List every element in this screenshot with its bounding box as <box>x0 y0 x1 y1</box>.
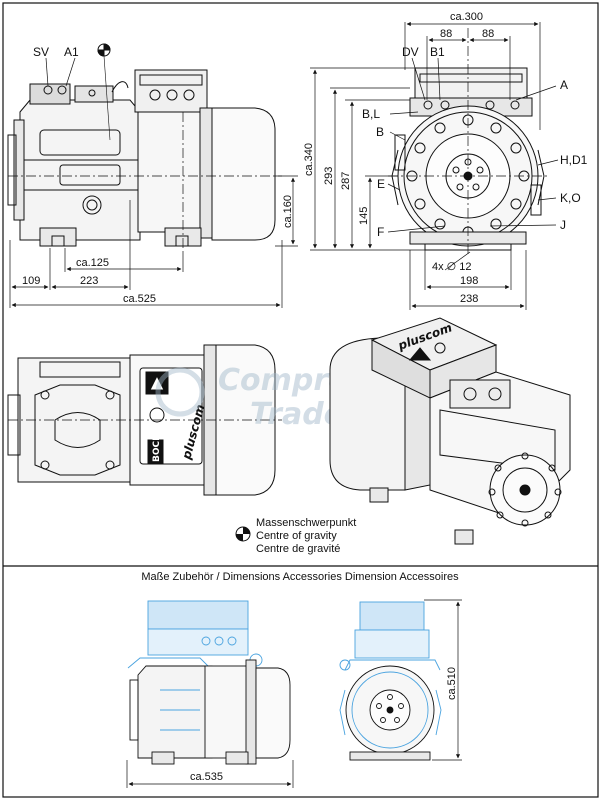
accessory-side-dims <box>126 760 294 788</box>
label-ko: K,O <box>560 191 581 205</box>
dim-198: 198 <box>460 275 478 287</box>
watermark-line2: Trade <box>250 397 344 432</box>
isometric-view <box>329 317 571 545</box>
dim-125: ca.125 <box>76 257 109 269</box>
dim-acc-510: ca.510 <box>446 667 458 700</box>
side-view <box>7 43 282 252</box>
dim-160: ca.160 <box>282 195 294 228</box>
dim-525: ca.525 <box>123 293 156 305</box>
label-b1: B1 <box>430 45 445 59</box>
dim-height-287: 287 <box>340 172 352 190</box>
legend-line-de: Massenschwerpunkt <box>256 517 356 529</box>
label-f: F <box>377 225 384 239</box>
accessory-side-view <box>127 600 291 765</box>
dim-88-right: 88 <box>482 28 494 40</box>
dim-88-left: 88 <box>440 28 452 40</box>
label-e: E <box>377 177 385 191</box>
dim-width-300: ca.300 <box>450 11 483 23</box>
gravity-legend: Massenschwerpunkt Centre of gravity Cent… <box>235 517 356 555</box>
front-view-dimensions <box>310 21 541 310</box>
label-b: B <box>376 125 384 139</box>
dim-238: 238 <box>460 293 478 305</box>
dim-height-145: 145 <box>358 207 370 225</box>
label-sv: SV <box>33 45 49 59</box>
legend-line-en: Centre of gravity <box>256 530 337 542</box>
accessory-front-view <box>339 601 442 761</box>
brand-badge-top: BOCK <box>152 433 162 462</box>
legend-line-fr: Centre de gravité <box>256 543 340 555</box>
label-bl: B,L <box>362 107 380 121</box>
dim-acc-535: ca.535 <box>190 771 223 783</box>
dim-223: 223 <box>80 275 98 287</box>
label-hd1: H,D1 <box>560 153 588 167</box>
top-view <box>7 344 282 496</box>
label-dv: DV <box>402 45 419 59</box>
accessories-title: Maße Zubehör / Dimensions Accessories Di… <box>141 571 459 583</box>
label-j: J <box>560 218 566 232</box>
dim-109: 109 <box>22 275 40 287</box>
dim-height-293: 293 <box>323 167 335 185</box>
front-view <box>387 28 559 255</box>
dim-holes: 4x ∅ 12 <box>432 261 472 273</box>
dim-height-340: ca.340 <box>303 143 315 176</box>
label-a1: A1 <box>64 45 79 59</box>
accessory-front-dims <box>424 599 462 761</box>
label-a: A <box>560 78 568 92</box>
side-view-dimensions <box>9 175 298 308</box>
